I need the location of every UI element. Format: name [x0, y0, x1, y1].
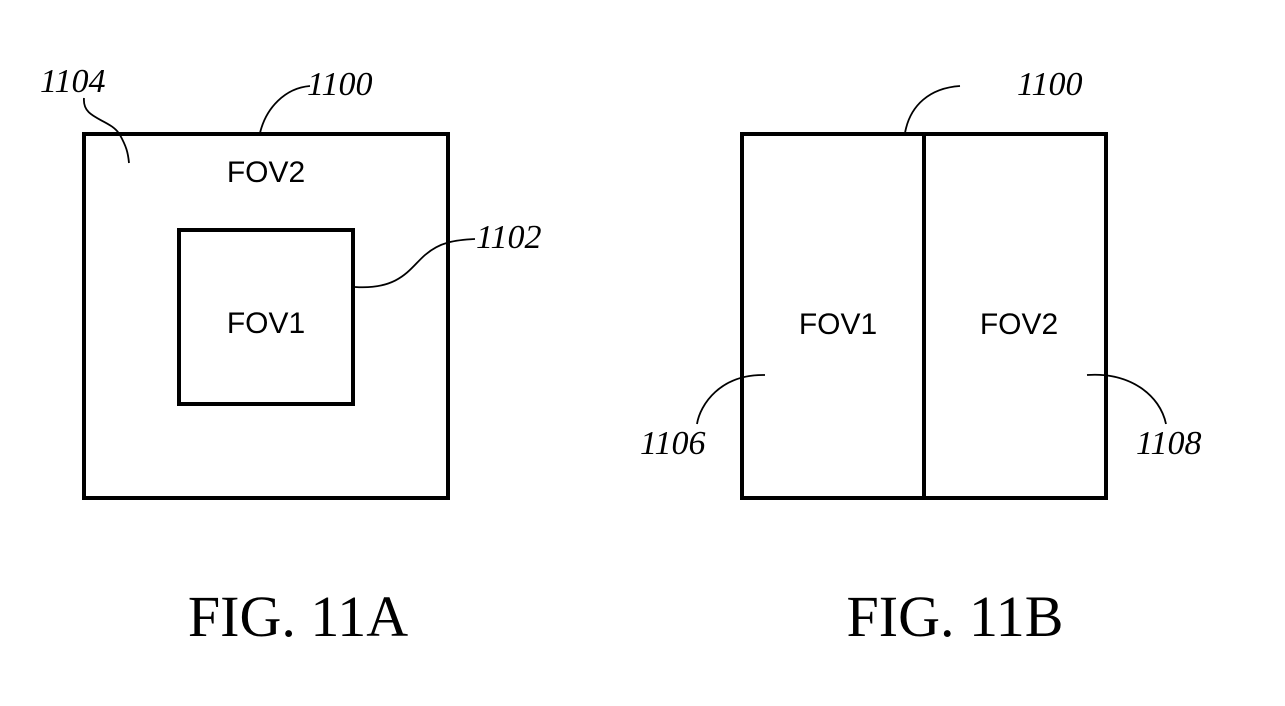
fov2-label: FOV2 — [980, 308, 1058, 341]
ref-numeral-1104: 1104 — [40, 63, 105, 100]
ref-numeral-1102: 1102 — [476, 219, 541, 256]
figure-caption-11a: FIG. 11A — [188, 584, 408, 649]
figure-11a: FOV2 FOV1 1104 1100 1102 FIG. 11A — [40, 63, 541, 649]
frame-1100-outer-box — [82, 132, 450, 500]
fov2-label: FOV2 — [227, 156, 305, 189]
fov1-label: FOV1 — [227, 307, 305, 340]
leader-line-1100-a — [259, 85, 311, 134]
leader-line-1104 — [83, 97, 130, 164]
fov1-inner-box — [177, 228, 355, 406]
figure-caption-11b: FIG. 11B — [847, 584, 1064, 649]
ref-numeral-1106: 1106 — [640, 425, 705, 462]
ref-numeral-1100-b: 1100 — [1017, 66, 1082, 103]
leader-line-1108 — [1086, 373, 1167, 425]
leader-line-1100-b — [904, 85, 961, 134]
fov1-label: FOV1 — [799, 308, 877, 341]
leader-line-1106 — [696, 374, 766, 425]
ref-numeral-1108: 1108 — [1136, 425, 1201, 462]
ref-numeral-1100-a: 1100 — [307, 66, 372, 103]
figure-11b: FOV1 FOV2 1100 1106 1108 FIG. 11B — [640, 66, 1201, 649]
leader-line-1102 — [354, 238, 476, 289]
